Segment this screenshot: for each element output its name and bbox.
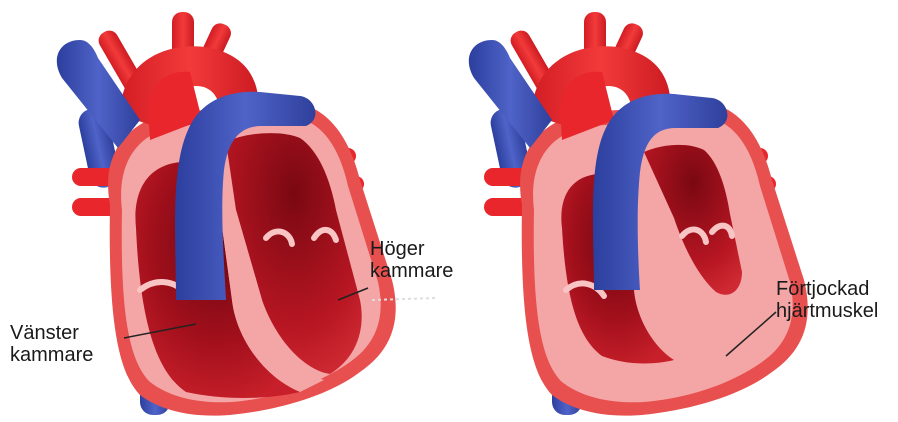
label-left-ventricle-line2: kammare [10, 344, 93, 366]
label-thickened-muscle-line1: Förtjockad [776, 278, 878, 300]
label-right-ventricle: Höger kammare [370, 238, 453, 282]
label-right-ventricle-line1: Höger [370, 238, 453, 260]
thickened-heart [469, 12, 808, 416]
label-right-ventricle-line2: kammare [370, 260, 453, 282]
label-thickened-muscle-line2: hjärtmuskel [776, 300, 878, 322]
normal-heart [57, 12, 436, 416]
label-left-ventricle-line1: Vänster [10, 322, 93, 344]
label-thickened-muscle: Förtjockad hjärtmuskel [776, 278, 878, 322]
label-left-ventricle: Vänster kammare [10, 322, 93, 366]
